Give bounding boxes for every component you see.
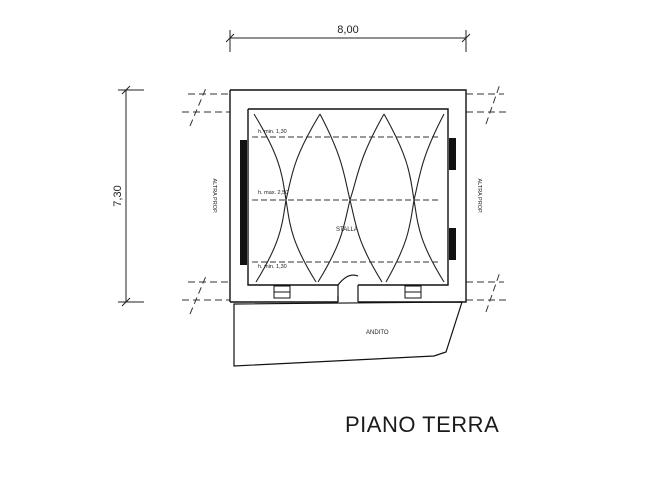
width-dimension-label: 8,00 xyxy=(337,24,358,36)
height-reference-lines xyxy=(252,136,440,263)
height-dimension xyxy=(118,85,144,307)
height-note-bottom: h. min. 1,30 xyxy=(258,264,287,270)
room-label: STALLA xyxy=(336,227,358,233)
right-wall-label: ALTRA PROP. xyxy=(476,179,482,214)
height-note-middle: h. max. 2,50 xyxy=(258,190,288,196)
height-dimension-label: 7,30 xyxy=(112,185,124,206)
left-wall-label: ALTRA PROP. xyxy=(211,179,217,214)
drawing-title: PIANO TERRA xyxy=(345,412,500,437)
exterior-walls xyxy=(229,89,467,303)
wall-openings xyxy=(240,138,456,265)
courtyard-label: ANDITO xyxy=(366,330,389,336)
vault-curves xyxy=(253,113,445,283)
width-dimension xyxy=(225,30,471,52)
threshold-steps xyxy=(273,285,422,299)
height-note-top: h. min. 1,30 xyxy=(258,129,287,135)
adjacent-property-lines-left xyxy=(182,87,230,315)
adjacent-property-lines-right xyxy=(466,83,508,313)
courtyard-area xyxy=(233,301,463,367)
entry-door xyxy=(337,274,359,302)
